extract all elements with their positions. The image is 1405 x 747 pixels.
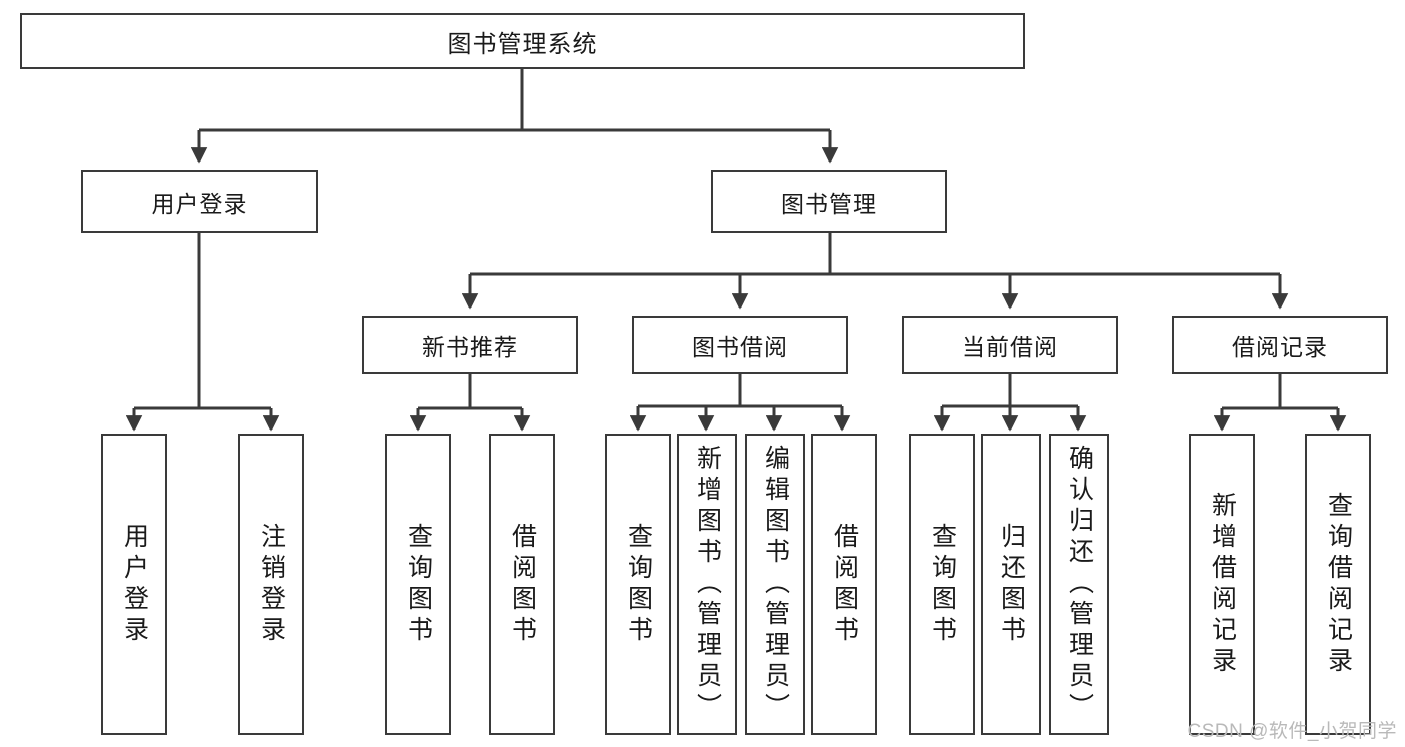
node-leaf-add-record[interactable]: 新增借阅记录 xyxy=(1189,434,1255,735)
node-leaf-return-book[interactable]: 归还图书 xyxy=(981,434,1041,735)
node-label: 当前借阅 xyxy=(962,334,1058,360)
csdn-watermark: CSDN @软件_小贺同学 xyxy=(1187,721,1397,742)
node-label: 新增图书（管理员） xyxy=(693,445,722,724)
node-leaf-user-login[interactable]: 用户登录 xyxy=(101,434,167,735)
node-label: 查询图书 xyxy=(404,522,433,647)
node-label: 查询图书 xyxy=(928,522,957,647)
node-label: 用户登录 xyxy=(120,522,149,647)
node-borrow-record[interactable]: 借阅记录 xyxy=(1172,316,1388,374)
node-book-borrow[interactable]: 图书借阅 xyxy=(632,316,848,374)
node-leaf-query-book-3[interactable]: 查询图书 xyxy=(909,434,975,735)
node-book-manage[interactable]: 图书管理 xyxy=(711,170,947,233)
node-leaf-query-book-2[interactable]: 查询图书 xyxy=(605,434,671,735)
node-current-borrow[interactable]: 当前借阅 xyxy=(902,316,1118,374)
node-leaf-edit-book[interactable]: 编辑图书（管理员） xyxy=(745,434,805,735)
node-root-system[interactable]: 图书管理系统 xyxy=(20,13,1025,69)
node-leaf-confirm-return[interactable]: 确认归还（管理员） xyxy=(1049,434,1109,735)
node-user-login[interactable]: 用户登录 xyxy=(81,170,318,233)
node-label: 图书管理 xyxy=(781,190,877,217)
node-label: 图书管理系统 xyxy=(447,30,598,58)
node-label: 借阅记录 xyxy=(1232,334,1328,360)
node-new-book-recommend[interactable]: 新书推荐 xyxy=(362,316,578,374)
node-label: 确认归还（管理员） xyxy=(1065,445,1094,724)
node-label: 借阅图书 xyxy=(508,522,537,647)
node-leaf-borrow-book-2[interactable]: 借阅图书 xyxy=(811,434,877,735)
node-leaf-query-book-1[interactable]: 查询图书 xyxy=(385,434,451,735)
node-label: 查询图书 xyxy=(624,522,653,647)
node-label: 注销登录 xyxy=(257,522,286,647)
node-leaf-borrow-book-1[interactable]: 借阅图书 xyxy=(489,434,555,735)
node-label: 新书推荐 xyxy=(422,334,518,360)
node-label: 借阅图书 xyxy=(830,522,859,647)
node-label: 编辑图书（管理员） xyxy=(761,445,790,724)
node-label: 用户登录 xyxy=(151,190,248,217)
node-label: 新增借阅记录 xyxy=(1208,491,1237,678)
node-leaf-add-book[interactable]: 新增图书（管理员） xyxy=(677,434,737,735)
node-label: 归还图书 xyxy=(997,522,1026,647)
node-leaf-user-logout[interactable]: 注销登录 xyxy=(238,434,304,735)
node-leaf-query-record[interactable]: 查询借阅记录 xyxy=(1305,434,1371,735)
node-label: 查询借阅记录 xyxy=(1324,491,1353,678)
node-label: 图书借阅 xyxy=(692,334,788,360)
